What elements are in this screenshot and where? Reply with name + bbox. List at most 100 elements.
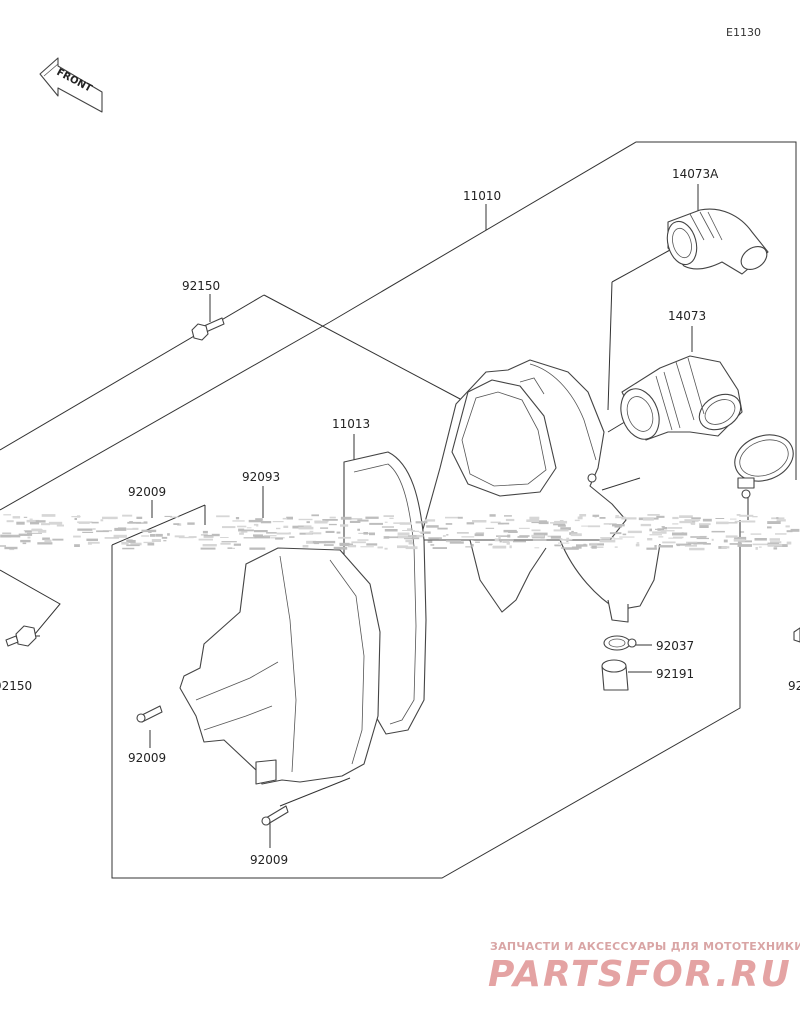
noise-speck: [397, 535, 412, 539]
noise-speck: [776, 519, 786, 522]
noise-speck: [202, 544, 217, 547]
noise-speck: [235, 517, 240, 520]
noise-speck: [734, 536, 747, 540]
noise-speck: [790, 528, 800, 532]
noise-speck: [37, 542, 53, 545]
part-label-92093: 92093: [242, 470, 280, 484]
noise-speck: [360, 546, 374, 548]
noise-speck: [275, 537, 283, 540]
noise-speck: [676, 544, 680, 547]
noise-speck: [571, 530, 574, 533]
noise-speck: [136, 522, 148, 524]
noise-speck: [292, 525, 304, 529]
noise-speck: [750, 533, 762, 535]
noise-speck: [260, 521, 272, 524]
noise-speck: [672, 523, 679, 525]
noise-speck: [202, 530, 208, 534]
noise-speck: [566, 540, 569, 543]
noise-speck: [148, 532, 152, 533]
noise-speck: [740, 531, 745, 533]
noise-speck: [10, 535, 21, 538]
noise-speck: [264, 535, 277, 537]
noise-speck: [12, 516, 21, 519]
air-cleaner-cover: [179, 547, 381, 785]
noise-speck: [574, 519, 580, 522]
noise-speck: [518, 527, 530, 529]
noise-speck: [204, 536, 213, 538]
noise-speck: [509, 545, 512, 549]
noise-speck: [758, 546, 762, 548]
noise-speck: [289, 536, 295, 538]
intake-duct-14073a: [666, 208, 769, 275]
noise-speck: [314, 521, 328, 524]
noise-speck: [426, 525, 439, 528]
noise-speck: [220, 542, 231, 545]
noise-speck: [615, 516, 626, 519]
noise-speck: [456, 532, 469, 534]
watermark: ЗАПЧАСТИ И АКСЕССУАРЫ ДЛЯ МОТОТЕХНИКИ PA…: [488, 940, 800, 995]
noise-speck: [369, 522, 383, 525]
noise-speck: [276, 532, 290, 535]
noise-speck: [739, 514, 754, 517]
noise-speck: [393, 522, 406, 524]
noise-speck: [711, 530, 725, 533]
noise-speck: [104, 537, 120, 539]
part-label-11013: 11013: [332, 417, 370, 431]
noise-speck: [167, 533, 170, 536]
noise-speck: [339, 542, 350, 546]
hose-clamp-icon: [734, 434, 794, 499]
noise-speck: [786, 541, 792, 545]
noise-speck: [725, 535, 738, 538]
noise-speck: [253, 534, 263, 537]
noise-speck: [502, 540, 510, 543]
noise-speck: [755, 547, 758, 550]
noise-speck: [445, 523, 453, 525]
noise-speck: [143, 521, 148, 524]
front-arrow-icon: FRONT: [39, 57, 103, 113]
noise-speck: [603, 523, 617, 525]
noise-speck: [560, 527, 571, 531]
noise-speck: [314, 542, 319, 545]
noise-speck: [691, 517, 701, 520]
noise-speck: [752, 516, 758, 518]
noise-speck: [298, 518, 313, 521]
noise-speck: [662, 541, 676, 544]
noise-speck: [579, 514, 587, 517]
noise-speck: [775, 533, 787, 535]
noise-speck: [126, 544, 140, 547]
noise-speck: [499, 539, 502, 543]
noise-speck: [737, 544, 752, 547]
noise-speck: [56, 524, 64, 527]
noise-speck: [329, 516, 336, 519]
noise-speck: [635, 543, 640, 547]
noise-speck: [312, 541, 326, 544]
noise-speck: [621, 517, 637, 520]
noise-speck: [404, 537, 420, 540]
noise-speck: [461, 536, 475, 538]
noise-speck: [35, 520, 46, 523]
noise-speck: [661, 526, 665, 528]
noise-speck: [222, 526, 236, 529]
noise-speck: [472, 520, 487, 523]
noise-speck: [351, 541, 366, 544]
noise-speck: [686, 520, 699, 522]
group-outline-11013: [111, 477, 741, 879]
noise-speck: [239, 532, 244, 535]
part-label-14073: 14073: [668, 309, 706, 323]
noise-speck: [496, 535, 510, 537]
noise-speck: [155, 533, 163, 537]
noise-speck: [437, 527, 448, 530]
part-label-92150-top: 92150: [182, 279, 220, 293]
noise-speck: [526, 519, 539, 522]
noise-speck: [71, 516, 81, 518]
noise-speck: [44, 539, 52, 542]
noise-speck: [322, 519, 338, 521]
scan-noise-band: [0, 514, 800, 551]
noise-speck: [533, 532, 548, 536]
noise-speck: [328, 523, 337, 526]
noise-speck: [127, 521, 141, 524]
noise-speck: [475, 541, 480, 543]
noise-speck: [187, 522, 195, 525]
bolt-icon: [5, 625, 37, 647]
noise-speck: [399, 522, 412, 525]
